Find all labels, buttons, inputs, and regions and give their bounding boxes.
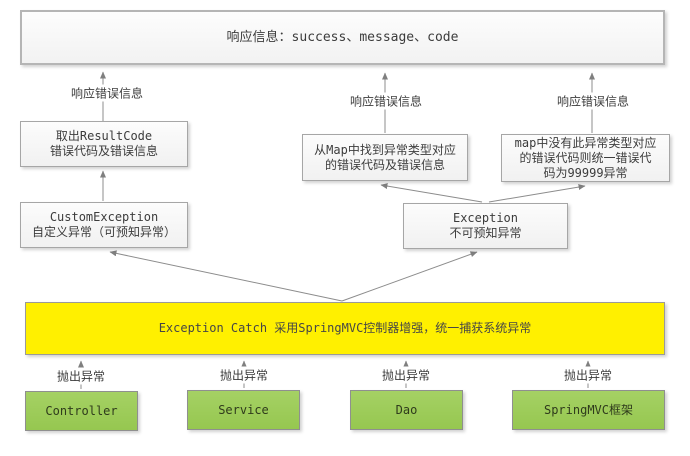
node-controller-label: Controller xyxy=(45,403,118,418)
node-exception-catch: Exception Catch 采用SpringMVC控制器增强，统一捕获系统异… xyxy=(25,302,665,355)
arrow-exception-to-mapmissing xyxy=(488,184,586,203)
node-resultcode-line1: 取出ResultCode xyxy=(55,129,153,143)
arrow-exception-to-mapfound xyxy=(380,183,483,203)
node-map-missing: map中没有此异常类型对应 的错误代码则统一错误代 码为99999异常 xyxy=(501,134,670,182)
edge-label-throw-exception-1: 抛出异常 xyxy=(54,367,108,385)
node-resultcode: 取出ResultCode 错误代码及错误信息 xyxy=(20,121,188,167)
edge-label-throw-exception-3: 抛出异常 xyxy=(379,366,433,384)
node-custom-exception: CustomException 自定义异常（可预知异常） xyxy=(20,202,188,248)
node-service: Service xyxy=(187,390,300,430)
node-response-info: 响应信息：success、message、code xyxy=(20,10,665,65)
node-map-missing-line1: map中没有此异常类型对应 xyxy=(514,135,657,150)
node-dao: Dao xyxy=(350,390,463,430)
node-map-found: 从Map中找到异常类型对应 的错误代码及错误信息 xyxy=(302,134,468,181)
node-exception-line1: Exception xyxy=(452,211,519,225)
node-exception-catch-label: Exception Catch 采用SpringMVC控制器增强，统一捕获系统异… xyxy=(158,321,532,335)
node-springmvc-framework: SpringMVC框架 xyxy=(512,390,665,430)
node-resultcode-line2: 错误代码及错误信息 xyxy=(49,144,158,158)
node-service-label: Service xyxy=(218,402,269,417)
node-exception: Exception 不可预知异常 xyxy=(403,203,568,249)
node-controller: Controller xyxy=(25,391,138,431)
arrow-catch-to-exception xyxy=(341,251,478,302)
node-dao-label: Dao xyxy=(395,402,418,417)
arrow-catch-to-customexception xyxy=(109,250,343,302)
node-exception-line2: 不可预知异常 xyxy=(449,226,522,240)
edge-label-throw-exception-4: 抛出异常 xyxy=(561,366,615,384)
node-springmvc-framework-label: SpringMVC框架 xyxy=(543,402,634,417)
node-custom-exception-line2: 自定义异常（可预知异常） xyxy=(31,225,176,239)
node-custom-exception-line1: CustomException xyxy=(49,210,159,224)
edge-label-respond-error-3: 响应错误信息 xyxy=(554,92,632,110)
node-map-found-line2: 的错误代码及错误信息 xyxy=(324,157,445,172)
node-map-found-line1: 从Map中找到异常类型对应 xyxy=(314,142,456,157)
node-response-info-label: 响应信息：success、message、code xyxy=(226,30,459,45)
edge-label-respond-error-2: 响应错误信息 xyxy=(347,92,425,110)
edge-label-throw-exception-2: 抛出异常 xyxy=(217,366,271,384)
edge-label-respond-error-1: 响应错误信息 xyxy=(68,84,146,102)
node-map-missing-line3: 码为99999异常 xyxy=(543,165,628,180)
node-map-missing-line2: 的错误代码则统一错误代 xyxy=(519,150,652,165)
